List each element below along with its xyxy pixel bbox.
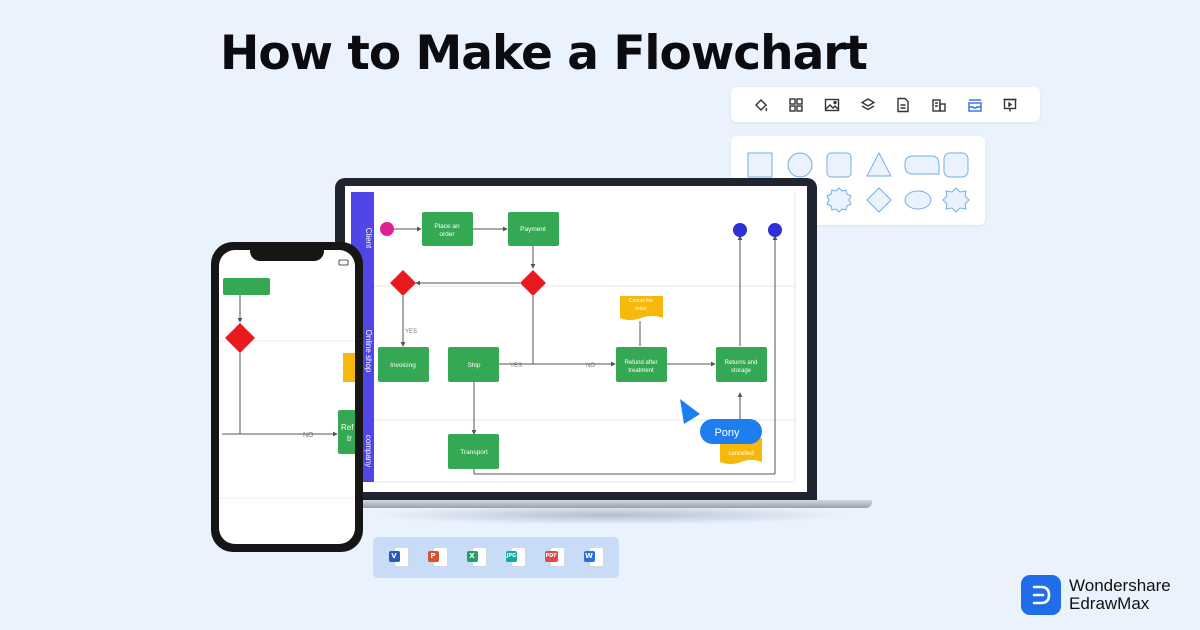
export-word-icon[interactable]: W: [583, 546, 604, 569]
decision-node-1[interactable]: [390, 270, 416, 296]
archive-icon[interactable]: [966, 96, 984, 114]
shape-leaf[interactable]: [904, 155, 940, 175]
grid-icon[interactable]: [787, 96, 805, 114]
node-transport[interactable]: Transport: [448, 434, 499, 469]
export-visio-icon[interactable]: V: [388, 546, 409, 569]
label-yes-2: YES: [510, 363, 522, 369]
svg-text:Ship: Ship: [467, 362, 480, 369]
label-yes-1: YES: [405, 329, 417, 335]
shape-ellipse[interactable]: [904, 190, 932, 210]
phone-decision-node[interactable]: [225, 323, 255, 353]
node-ship[interactable]: Ship: [448, 347, 499, 382]
export-excel-icon[interactable]: X: [466, 546, 487, 569]
export-jpg-icon[interactable]: JPG: [505, 546, 526, 569]
lane-label-company: company: [364, 435, 373, 467]
end-node-2[interactable]: [768, 223, 782, 237]
phone-label-no: NO: [303, 432, 314, 439]
editor-toolbar: [731, 87, 1040, 122]
note-order-cancelled[interactable]: cancelled: [720, 438, 762, 464]
svg-text:tr: tr: [347, 434, 352, 443]
fill-icon[interactable]: [752, 96, 770, 114]
shape-circle[interactable]: [787, 152, 813, 178]
node-payment[interactable]: Payment: [508, 212, 559, 246]
collaborator-cursor-icon: [680, 399, 700, 424]
shape-rounded-rectangle[interactable]: [826, 152, 852, 178]
phone-node-top[interactable]: [223, 278, 270, 295]
lane-label-online-shop: Online shop: [364, 330, 373, 373]
presentation-icon[interactable]: [1001, 96, 1019, 114]
collaborator-badge: Pony: [700, 419, 762, 444]
laptop-base: [312, 500, 872, 508]
export-pdf-icon[interactable]: PDF: [544, 546, 565, 569]
node-invoicing[interactable]: Invoicing: [378, 347, 429, 382]
end-node-1[interactable]: [733, 223, 747, 237]
svg-text:Pony: Pony: [714, 427, 740, 439]
document-icon[interactable]: [894, 96, 912, 114]
shape-diamond[interactable]: [866, 187, 892, 213]
phone-notch: [250, 249, 324, 261]
start-node[interactable]: [380, 222, 394, 236]
shape-seal-10[interactable]: [942, 187, 970, 213]
export-powerpoint-icon[interactable]: P: [427, 546, 448, 569]
layers-icon[interactable]: [859, 96, 877, 114]
svg-text:cancelled: cancelled: [728, 451, 753, 457]
svg-text:Ref: Ref: [341, 423, 354, 432]
svg-text:Invoicing: Invoicing: [390, 362, 416, 369]
phone-screen[interactable]: NO Ref tr: [219, 250, 355, 544]
phone-node-fragment[interactable]: Ref tr: [338, 410, 355, 454]
shape-triangle[interactable]: [866, 151, 892, 177]
shape-rounded-square[interactable]: [943, 152, 969, 178]
brand-name-line2: EdrawMax: [1069, 594, 1150, 613]
label-no: NO: [586, 363, 595, 369]
shape-rectangle[interactable]: [747, 152, 773, 178]
battery-icon: [338, 259, 349, 266]
lane-label-client: Client: [364, 228, 373, 249]
svg-text:Payment: Payment: [520, 226, 546, 233]
svg-text:Transport: Transport: [460, 449, 488, 456]
export-format-bar: V P X JPG PDF W: [373, 537, 619, 578]
building-icon[interactable]: [930, 96, 948, 114]
flowchart-canvas[interactable]: Client Online shop company YES YES NO: [345, 186, 807, 492]
image-icon[interactable]: [823, 96, 841, 114]
brand: Wondershare EdrawMax: [1021, 575, 1171, 615]
brand-name-line1: Wondershare: [1069, 576, 1171, 595]
phone-note-fragment: [343, 353, 355, 382]
laptop-shadow: [370, 505, 850, 525]
shape-seal-12[interactable]: [826, 187, 852, 213]
decision-node-2[interactable]: [520, 270, 546, 296]
edrawmax-logo-icon: [1021, 575, 1061, 615]
page-title: How to Make a Flowchart: [220, 26, 868, 81]
